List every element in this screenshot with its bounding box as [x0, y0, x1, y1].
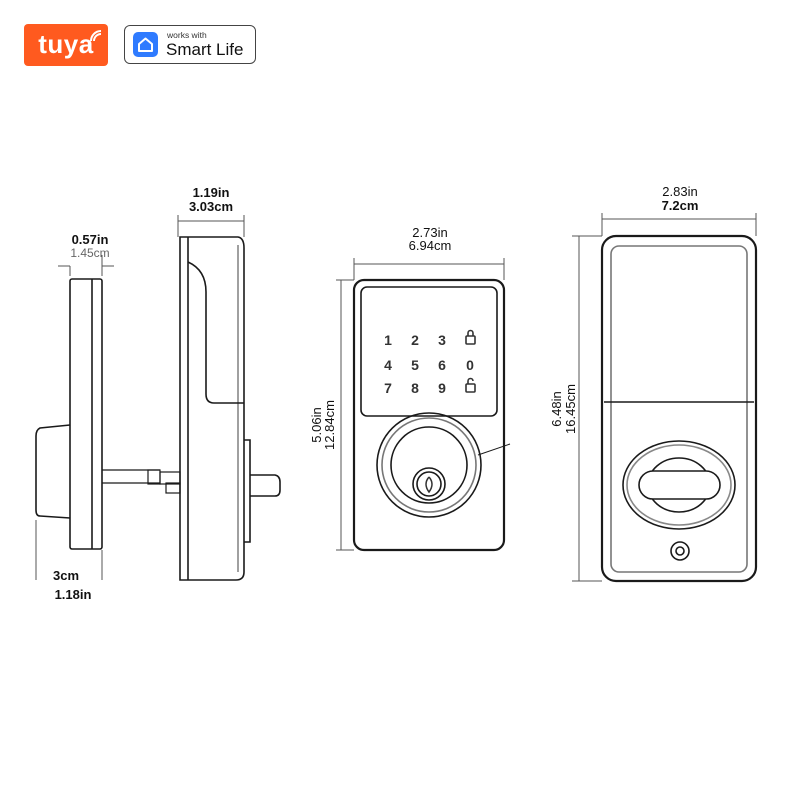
left-depth-in: 0.57in: [71, 232, 109, 247]
back-view: [600, 234, 758, 583]
keypad-keys: 1 2 3 4 5 6 0 7 8 9: [384, 332, 474, 396]
key-6: 6: [438, 357, 446, 373]
thickness-in: 1.18in: [54, 587, 92, 602]
tuya-logo: tuya: [24, 24, 108, 66]
key-5: 5: [411, 357, 419, 373]
unlock-key-icon: [465, 377, 476, 393]
side-view-right: [179, 236, 281, 581]
key-3: 3: [438, 332, 446, 348]
thickness-cm: 3cm: [52, 568, 80, 583]
smart-life-text: Smart Life: [166, 40, 244, 59]
key-8: 8: [411, 380, 419, 396]
key-9: 9: [438, 380, 446, 396]
key-4: 4: [384, 357, 392, 373]
wifi-icon: [90, 30, 102, 42]
back-height-in: 6.48in: [549, 391, 564, 427]
left-depth-cm: 1.45cm: [70, 246, 110, 260]
right-depth-cm: 3.03cm: [188, 199, 234, 214]
back-height-cm: 16.45cm: [563, 384, 578, 434]
works-with-text: works with: [167, 30, 207, 40]
right-depth-in: 1.19in: [192, 185, 230, 200]
lock-key-icon: [465, 329, 476, 345]
back-width-in: 2.83in: [662, 184, 698, 199]
keyhole-icon: [425, 476, 433, 494]
back-width-cm: 7.2cm: [661, 198, 699, 213]
key-0: 0: [466, 357, 474, 373]
home-icon: [133, 32, 158, 57]
keypad-width-in: 2.73in: [412, 225, 448, 240]
keypad-width-cm: 6.94cm: [408, 238, 452, 253]
key-7: 7: [384, 380, 392, 396]
tuya-logo-text: tuya: [38, 28, 94, 59]
keypad-height-cm: 12.84cm: [322, 400, 337, 450]
key-2: 2: [411, 332, 419, 348]
side-view-left: [35, 278, 181, 550]
front-view-keypad: [352, 278, 511, 552]
key-1: 1: [384, 332, 392, 348]
smart-life-badge: works with Smart Life: [124, 25, 256, 64]
